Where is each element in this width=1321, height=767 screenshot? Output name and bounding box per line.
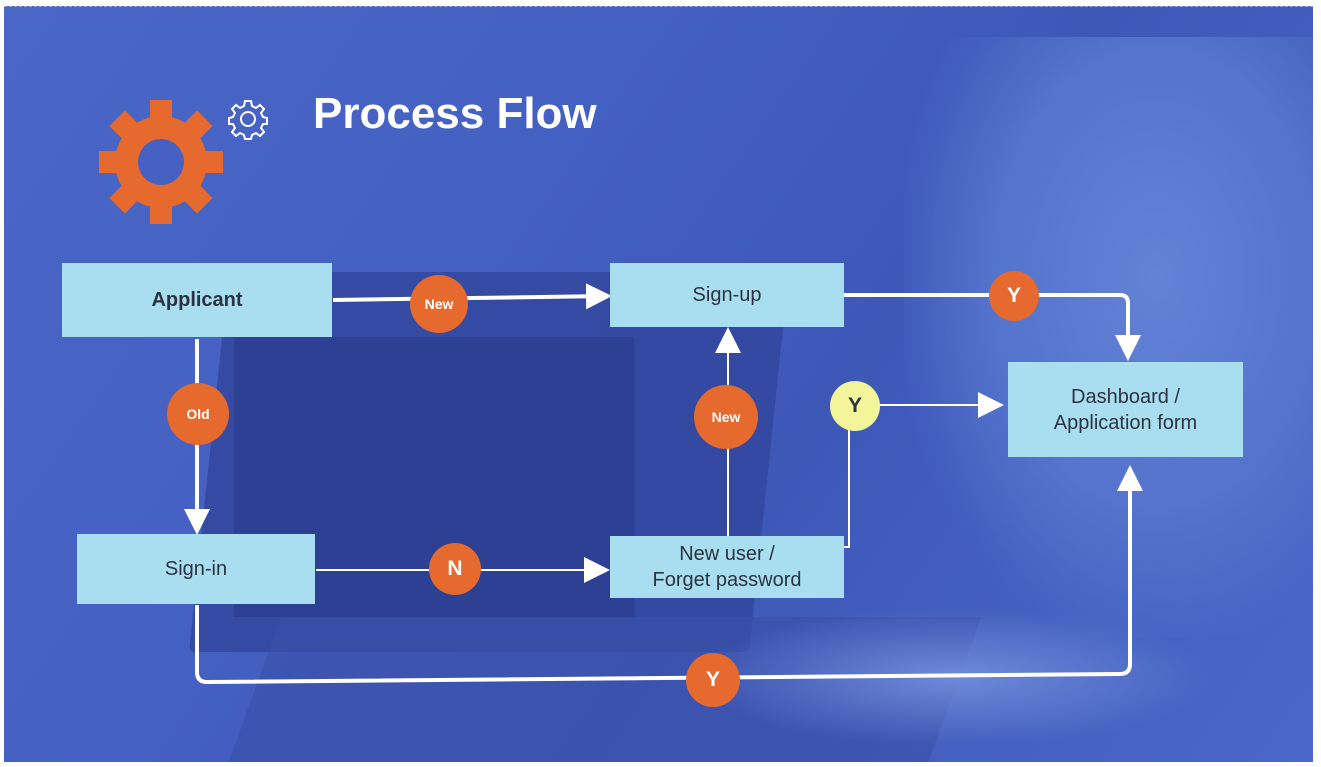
node-new-user-line-2: Forget password bbox=[652, 569, 802, 591]
edge-applicant-signup bbox=[332, 283, 612, 310]
edge-newuser-y bbox=[844, 405, 850, 548]
gear-outline-icon bbox=[228, 100, 268, 140]
node-dashboard-line-1: Dashboard / bbox=[1071, 385, 1180, 408]
edge-label-y-yellow: Y bbox=[830, 381, 880, 431]
edge-signin-dashboard bbox=[195, 465, 1143, 685]
gear-icon bbox=[99, 100, 223, 224]
slide: Process Flow Applicant Sign-up Sign-in N… bbox=[4, 6, 1313, 762]
edge-label-y-bottom: Y bbox=[686, 653, 740, 707]
node-sign-in-label: Sign-in bbox=[164, 558, 228, 580]
node-applicant: Applicant bbox=[62, 263, 332, 337]
node-new-user-line-1: New user / bbox=[679, 543, 775, 565]
edge-label-n: N bbox=[429, 543, 481, 595]
edge-label-y-top: Y bbox=[989, 271, 1039, 321]
node-dashboard-line-2: Application form bbox=[1053, 411, 1198, 434]
page-title: Process Flow bbox=[313, 89, 597, 138]
edge-label-new-top: New bbox=[410, 275, 468, 333]
node-new-user: New user / Forget password bbox=[610, 536, 844, 598]
node-dashboard: Dashboard / Application form bbox=[1008, 362, 1243, 457]
node-sign-up: Sign-up bbox=[610, 263, 844, 327]
edge-label-new-mid: New bbox=[694, 385, 758, 449]
edge-signup-dashboard bbox=[844, 293, 1141, 361]
edge-label-old: Old bbox=[167, 383, 229, 445]
node-sign-in: Sign-in bbox=[77, 534, 315, 604]
